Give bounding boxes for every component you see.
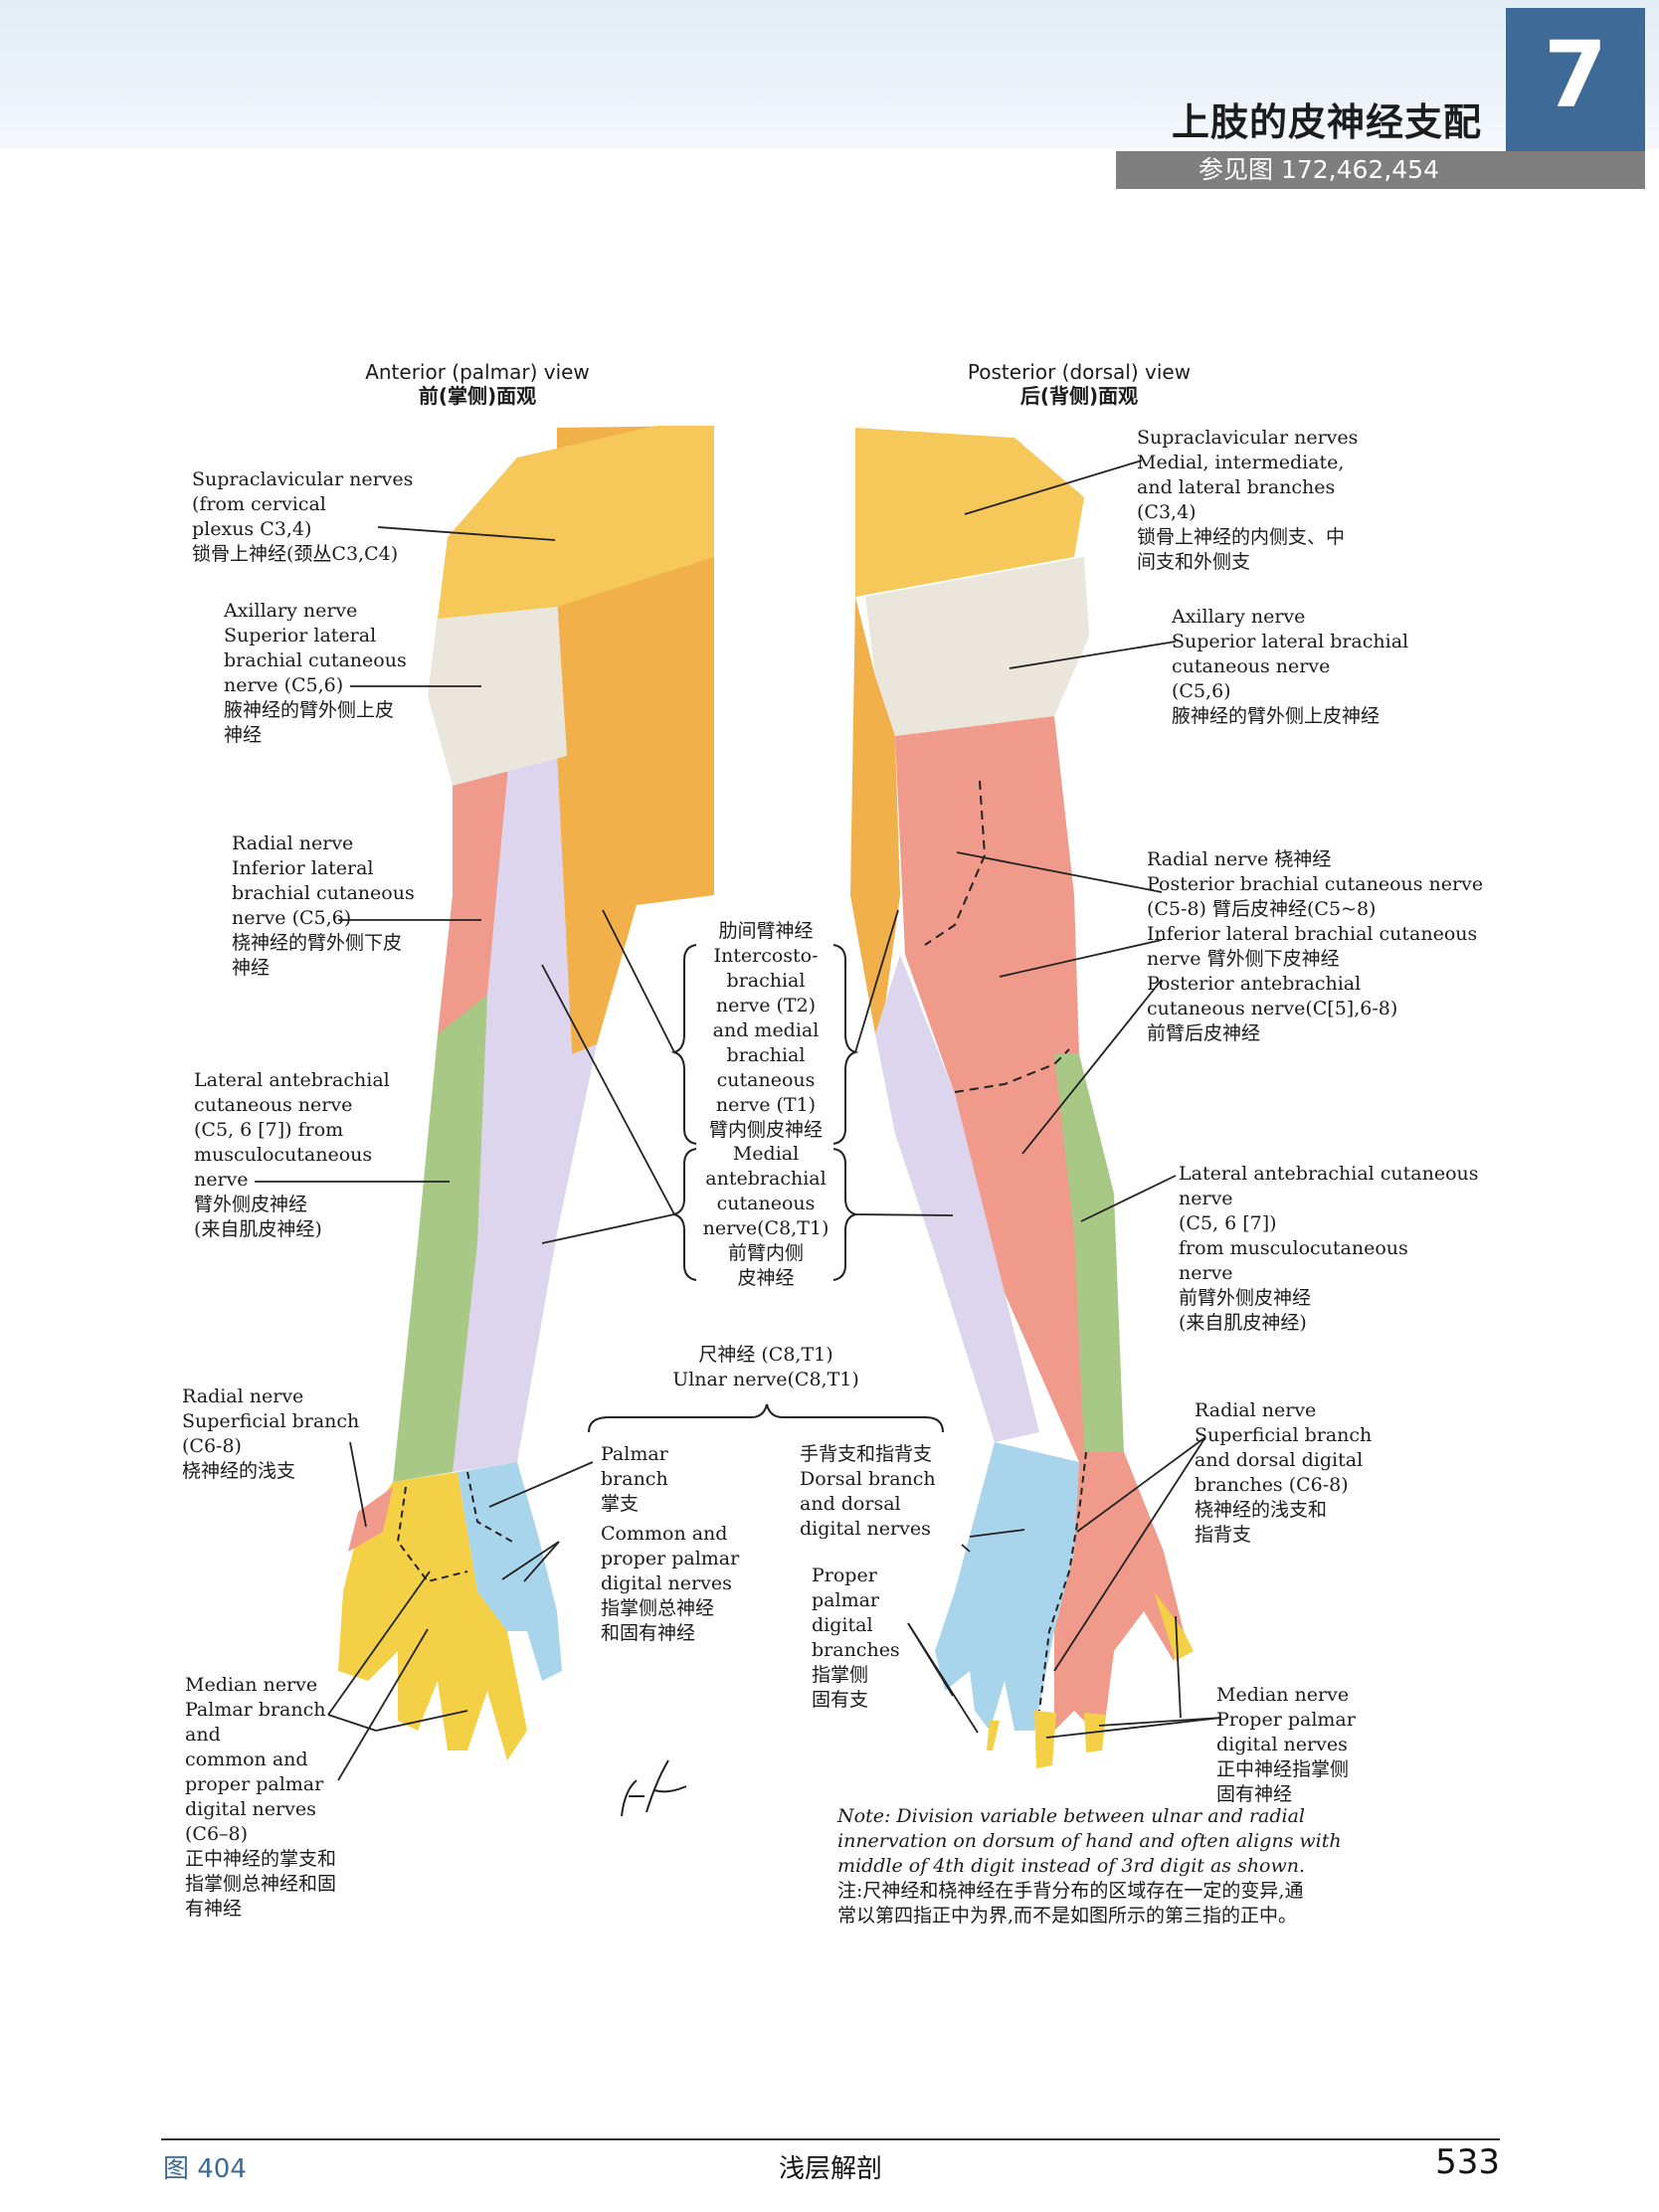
note-zh: 注:尺神经和桡神经在手背分布的区域存在一定的变异,通 常以第四指正中为界,而不是… <box>837 1880 1304 1927</box>
anterior-radial-region <box>438 756 509 1044</box>
anterior-view-heading: Anterior (palmar) view 前(掌侧)面观 <box>328 360 627 408</box>
page-title: 上肢的皮神经支配 <box>1171 100 1482 144</box>
note-en: Note: Division variable between ulnar an… <box>837 1805 1342 1877</box>
page-number: 533 <box>1435 2142 1500 2182</box>
section-title: 浅层解剖 <box>778 2154 882 2184</box>
anterior-hand-median <box>338 1472 527 1760</box>
anterior-arm <box>338 426 714 1760</box>
reference-text: 参见图 172,462,454 <box>1198 155 1439 184</box>
posterior-view-heading: Posterior (dorsal) view 后(背侧)面观 <box>935 360 1223 408</box>
figure-number: 图 404 <box>163 2154 247 2184</box>
label-posterior-axillary: Axillary nerve Superior lateral brachial… <box>1172 606 1409 727</box>
anterior-lateral-antebrachial-region <box>393 995 487 1482</box>
posterior-forearm-dashed <box>954 1048 1070 1093</box>
label-anterior-axillary: Axillary nerve Superior lateral brachial… <box>224 600 407 746</box>
header-band <box>0 0 1659 149</box>
label-medial-antebrachial: Medial antebrachial cutaneous nerve(C8,T… <box>702 1143 830 1289</box>
label-anterior-supraclavicular: Supraclavicular nerves (from cervical pl… <box>192 468 414 565</box>
posterior-intercosto-region <box>850 597 900 1034</box>
ulnar-brace <box>588 1403 944 1433</box>
label-proper-palmar-branches: Proper palmar digital branches 指掌侧 固有支 <box>812 1565 900 1711</box>
anterior-palmar-branch-dashed <box>466 1471 513 1543</box>
label-ulnar-nerve: 尺神经 (C8,T1) Ulnar nerve(C8,T1) <box>672 1344 859 1390</box>
label-posterior-median: Median nerve Proper palmar digital nerve… <box>1216 1684 1356 1805</box>
anterior-supraclavicular-region <box>438 426 714 619</box>
anterior-axillary-region <box>428 597 567 786</box>
label-dorsal-branch: 手背支和指背支 Dorsal branch and dorsal digital… <box>800 1443 936 1540</box>
posterior-medial-region <box>875 955 1039 1442</box>
label-intercostobrachial: 肋间臂神经 Intercosto- brachial nerve (T2) an… <box>708 920 823 1141</box>
posterior-arm <box>850 428 1194 1768</box>
posterior-lateral-region <box>1054 1054 1124 1452</box>
posterior-radial-region <box>895 716 1124 1462</box>
label-anterior-median: Median nerve Palmar branch and common an… <box>185 1674 337 1920</box>
anterior-view-en: Anterior (palmar) view <box>365 360 590 384</box>
posterior-view-en: Posterior (dorsal) view <box>967 360 1192 384</box>
posterior-hand-ulnar <box>935 1442 1079 1731</box>
variation-note: Note: Division variable between ulnar an… <box>837 1804 1434 1929</box>
signature <box>621 1759 687 1817</box>
chapter-box <box>1506 8 1645 151</box>
anterior-hand-radial <box>348 1487 393 1552</box>
label-common-palmar-digital: Common and proper palmar digital nerves … <box>601 1523 740 1644</box>
label-anterior-radial-superficial: Radial nerve Superficial branch (C6-8) 桡… <box>182 1385 360 1482</box>
posterior-view-zh: 后(背侧)面观 <box>1019 384 1139 408</box>
posterior-upper-dashed <box>924 780 987 946</box>
label-posterior-radial: Radial nerve 桡神经 Posterior brachial cuta… <box>1147 848 1484 1044</box>
label-anterior-radial: Radial nerve Inferior lateral brachial c… <box>232 832 415 979</box>
anterior-medial-region <box>453 756 597 1472</box>
chapter-number: 7 <box>1543 22 1607 128</box>
anterior-palm-dashed <box>396 1486 468 1583</box>
footer-rule <box>161 2138 1500 2140</box>
label-palmar-branch: Palmar branch 掌支 <box>601 1443 668 1515</box>
reference-bar <box>1116 151 1645 189</box>
anterior-view-zh: 前(掌侧)面观 <box>418 384 537 408</box>
anterior-hand-ulnar <box>458 1462 562 1681</box>
posterior-hand-dashed <box>1038 1451 1087 1712</box>
posterior-axillary-region <box>865 557 1089 736</box>
posterior-hand-median <box>987 1591 1194 1768</box>
label-posterior-supraclavicular: Supraclavicular nerves Medial, intermedi… <box>1137 427 1359 573</box>
leader-lines <box>255 460 1222 1781</box>
label-posterior-radial-superficial: Radial nerve Superficial branch and dors… <box>1195 1399 1373 1546</box>
label-posterior-lateral-antebrachial: Lateral antebrachial cutaneous nerve (C5… <box>1179 1163 1479 1334</box>
label-anterior-lateral-antebrachial: Lateral antebrachial cutaneous nerve (C5… <box>194 1069 390 1240</box>
